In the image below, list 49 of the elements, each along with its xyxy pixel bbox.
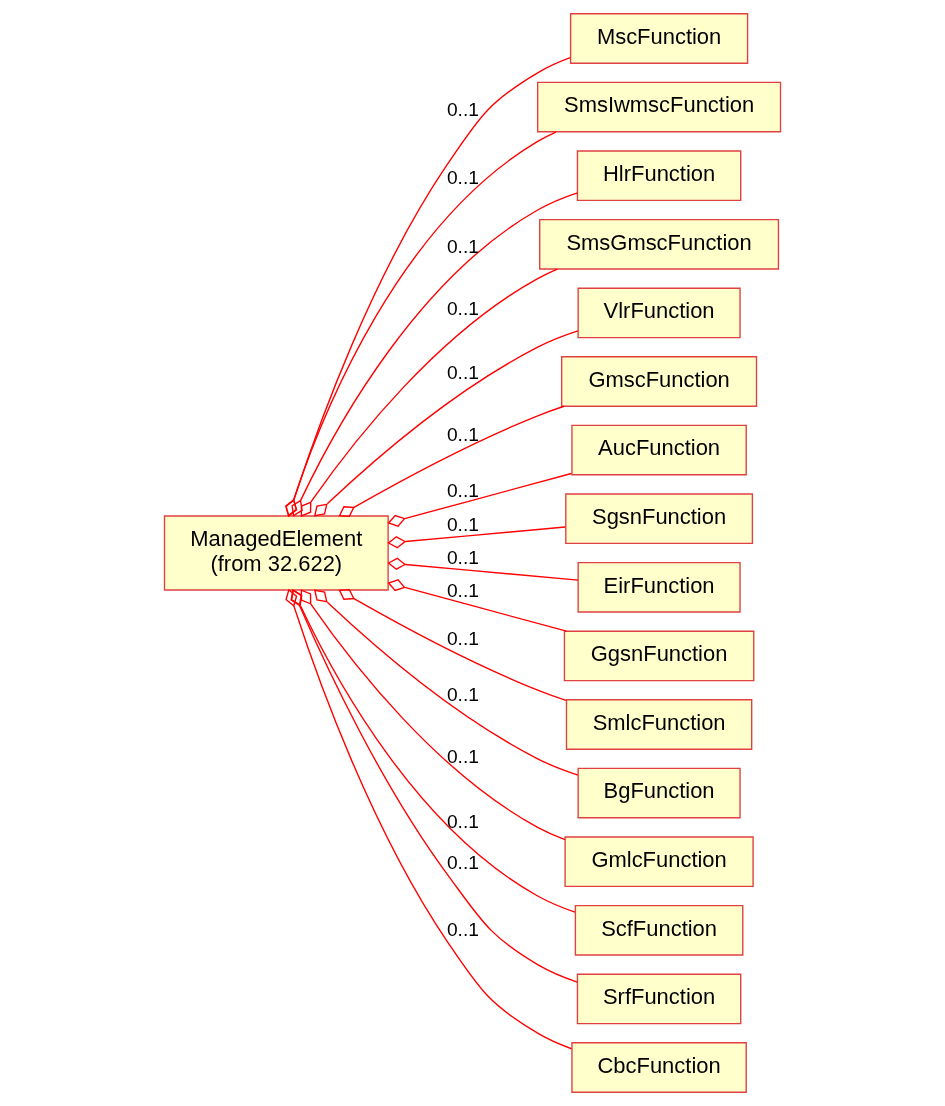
node-box: ScfFunction (574, 904, 744, 956)
edge-label: 0..1 (446, 746, 479, 768)
connector (300, 589, 566, 841)
edge-label: 0..1 (446, 810, 479, 832)
edge-label: 0..1 (446, 919, 479, 941)
edge-label: 0..1 (446, 235, 479, 257)
edge-label: 0..1 (446, 98, 479, 120)
edge-label: 0..1 (446, 423, 479, 445)
node-box: SgsnFunction (565, 493, 754, 545)
connector (290, 589, 578, 983)
node-box: AucFunction (571, 424, 747, 476)
connector (387, 472, 573, 527)
node-box: EirFunction (577, 561, 741, 613)
connector (285, 131, 557, 517)
node-box: SmsGmscFunction (539, 218, 780, 270)
node-box: VlrFunction (577, 287, 741, 339)
edge-label: 0..1 (446, 480, 479, 502)
node-box: BgFunction (577, 767, 741, 819)
edge-label: 0..1 (446, 628, 479, 650)
connector (313, 330, 579, 517)
connector (291, 192, 579, 517)
node-box: ManagedElement (from 32.622) (163, 515, 389, 591)
node-box: GgsnFunction (563, 630, 755, 682)
node-box: CbcFunction (571, 1042, 747, 1093)
node-box: HlrFunction (576, 150, 742, 202)
node-box: GmlcFunction (564, 836, 754, 888)
edge-label: 0..1 (446, 684, 479, 706)
connector (285, 588, 573, 1050)
node-box: SmsIwmscFunction (537, 81, 782, 133)
connector (387, 557, 579, 581)
connector (313, 589, 579, 776)
edge-label: 0..1 (446, 514, 479, 536)
connector (290, 588, 576, 913)
edge-label: 0..1 (446, 167, 479, 189)
edge-label: 0..1 (446, 297, 479, 319)
node-box: MscFunction (569, 13, 749, 64)
edge-label: 0..1 (446, 851, 479, 873)
connector (285, 57, 571, 518)
connector (338, 588, 567, 702)
connector (387, 579, 568, 632)
edge-label: 0..1 (446, 547, 479, 569)
connector (387, 526, 566, 549)
connector (300, 268, 559, 517)
node-box: SrfFunction (576, 973, 742, 1025)
node-box: SmlcFunction (565, 699, 753, 750)
node-box: GmscFunction (561, 356, 758, 407)
edge-label: 0..1 (446, 362, 479, 384)
edge-label: 0..1 (446, 580, 479, 602)
connector (338, 405, 565, 518)
